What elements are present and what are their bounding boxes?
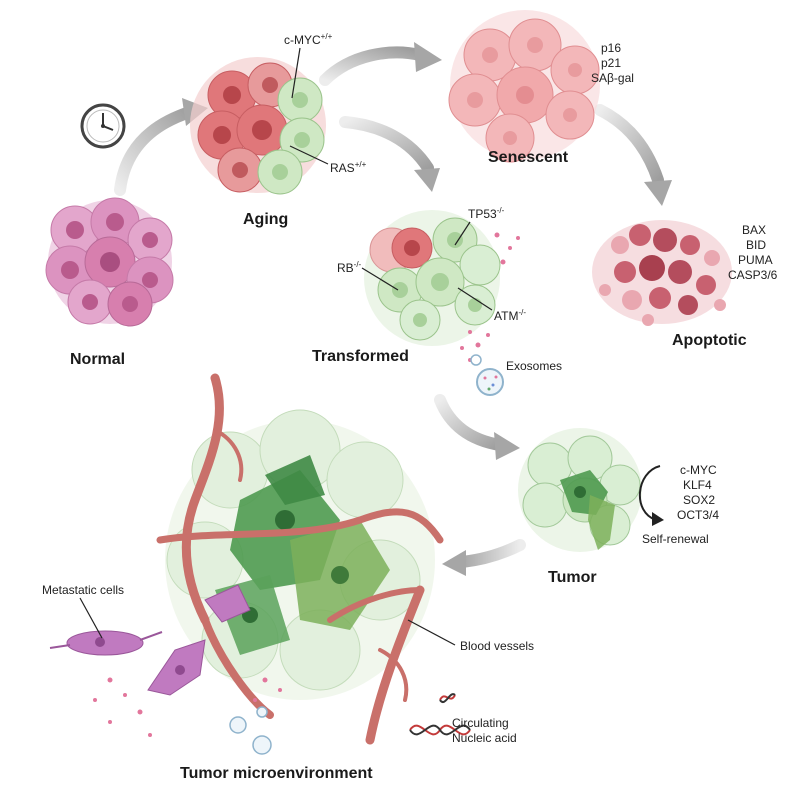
apoptotic-marker-2: PUMA — [738, 253, 773, 267]
clock-icon — [80, 103, 126, 149]
exosome-vesicles — [470, 354, 504, 396]
tumor-factor-0: c-MYC — [680, 463, 717, 477]
arrow-senescent-to-apoptotic — [594, 104, 664, 186]
senescent-title: Senescent — [488, 149, 569, 166]
apoptotic-title: Apoptotic — [672, 332, 747, 349]
tumor-cell-cluster — [518, 428, 642, 552]
arrow-tumor-to-tme — [456, 539, 526, 568]
senescent-marker-2: SAβ-gal — [591, 71, 634, 85]
self-renewal-label: Self-renewal — [642, 532, 709, 546]
tumor-title: Tumor — [548, 569, 597, 586]
apoptotic-marker-3: CASP3/6 — [728, 268, 778, 282]
rb-leader — [361, 267, 399, 291]
blood-vessels-label: Blood vessels — [460, 639, 534, 653]
normal-title: Normal — [70, 351, 125, 368]
arrow-normal-to-aging — [114, 106, 196, 196]
apoptotic-marker-0: BAX — [742, 223, 766, 237]
metastatic-cells-label: Metastatic cells — [42, 583, 124, 597]
arrow-aging-to-senescent — [319, 46, 426, 86]
tme-exosome-particles — [93, 677, 282, 737]
aging-myc-label: c-MYC+/+ — [284, 32, 333, 47]
dna-helix-icon — [409, 693, 471, 736]
senescent-marker-1: p21 — [601, 56, 621, 70]
arrow-transformed-to-tumor — [434, 394, 506, 451]
transformed-title: Transformed — [312, 348, 409, 365]
aging-title: Aging — [243, 211, 288, 228]
aging-cell-cluster — [190, 57, 326, 195]
exosomes-label: Exosomes — [506, 359, 562, 373]
self-renewal-arrowhead — [652, 512, 664, 526]
senescent-marker-0: p16 — [601, 41, 621, 55]
arrow-senescent-to-apoptotic-head — [644, 180, 672, 206]
apoptotic-cell-cluster — [592, 220, 732, 326]
apoptotic-marker-1: BID — [746, 238, 766, 252]
arrow-tumor-to-tme-head — [442, 550, 466, 576]
senescent-cell-cluster — [448, 10, 600, 163]
arrow-aging-to-transformed-head — [414, 168, 440, 192]
blood-vessels — [156, 373, 444, 745]
normal-cell-cluster — [45, 197, 174, 327]
atm-leader — [457, 287, 493, 311]
blood-vessel-leader — [407, 619, 456, 646]
tme-exosome-vesicles — [229, 706, 272, 755]
arrow-transformed-to-tumor-head — [494, 432, 520, 460]
rb-label: RB-/- — [337, 260, 362, 275]
flow-arrows — [114, 42, 672, 576]
tumor-factor-3: OCT3/4 — [677, 508, 719, 522]
aging-ras-label: RAS+/+ — [330, 160, 367, 175]
self-renewal-arrow-icon — [639, 465, 661, 521]
circulating-label-1: Nucleic acid — [452, 731, 517, 745]
tumor-factor-2: SOX2 — [683, 493, 715, 507]
tme-title: Tumor microenvironment — [180, 765, 373, 782]
metastatic-cells — [49, 584, 251, 696]
circulating-label-0: Circulating — [452, 716, 509, 730]
ras-leader — [289, 145, 329, 165]
tumor-factor-1: KLF4 — [683, 478, 712, 492]
myc-leader — [291, 47, 301, 99]
arrow-aging-to-senescent-head — [414, 42, 442, 72]
tp53-label: TP53-/- — [468, 206, 505, 221]
transformed-cell-cluster — [364, 210, 501, 346]
metastatic-leader — [79, 597, 103, 639]
atm-label: ATM-/- — [494, 308, 526, 323]
arrow-aging-to-transformed — [339, 116, 434, 174]
tp53-leader — [454, 221, 471, 246]
